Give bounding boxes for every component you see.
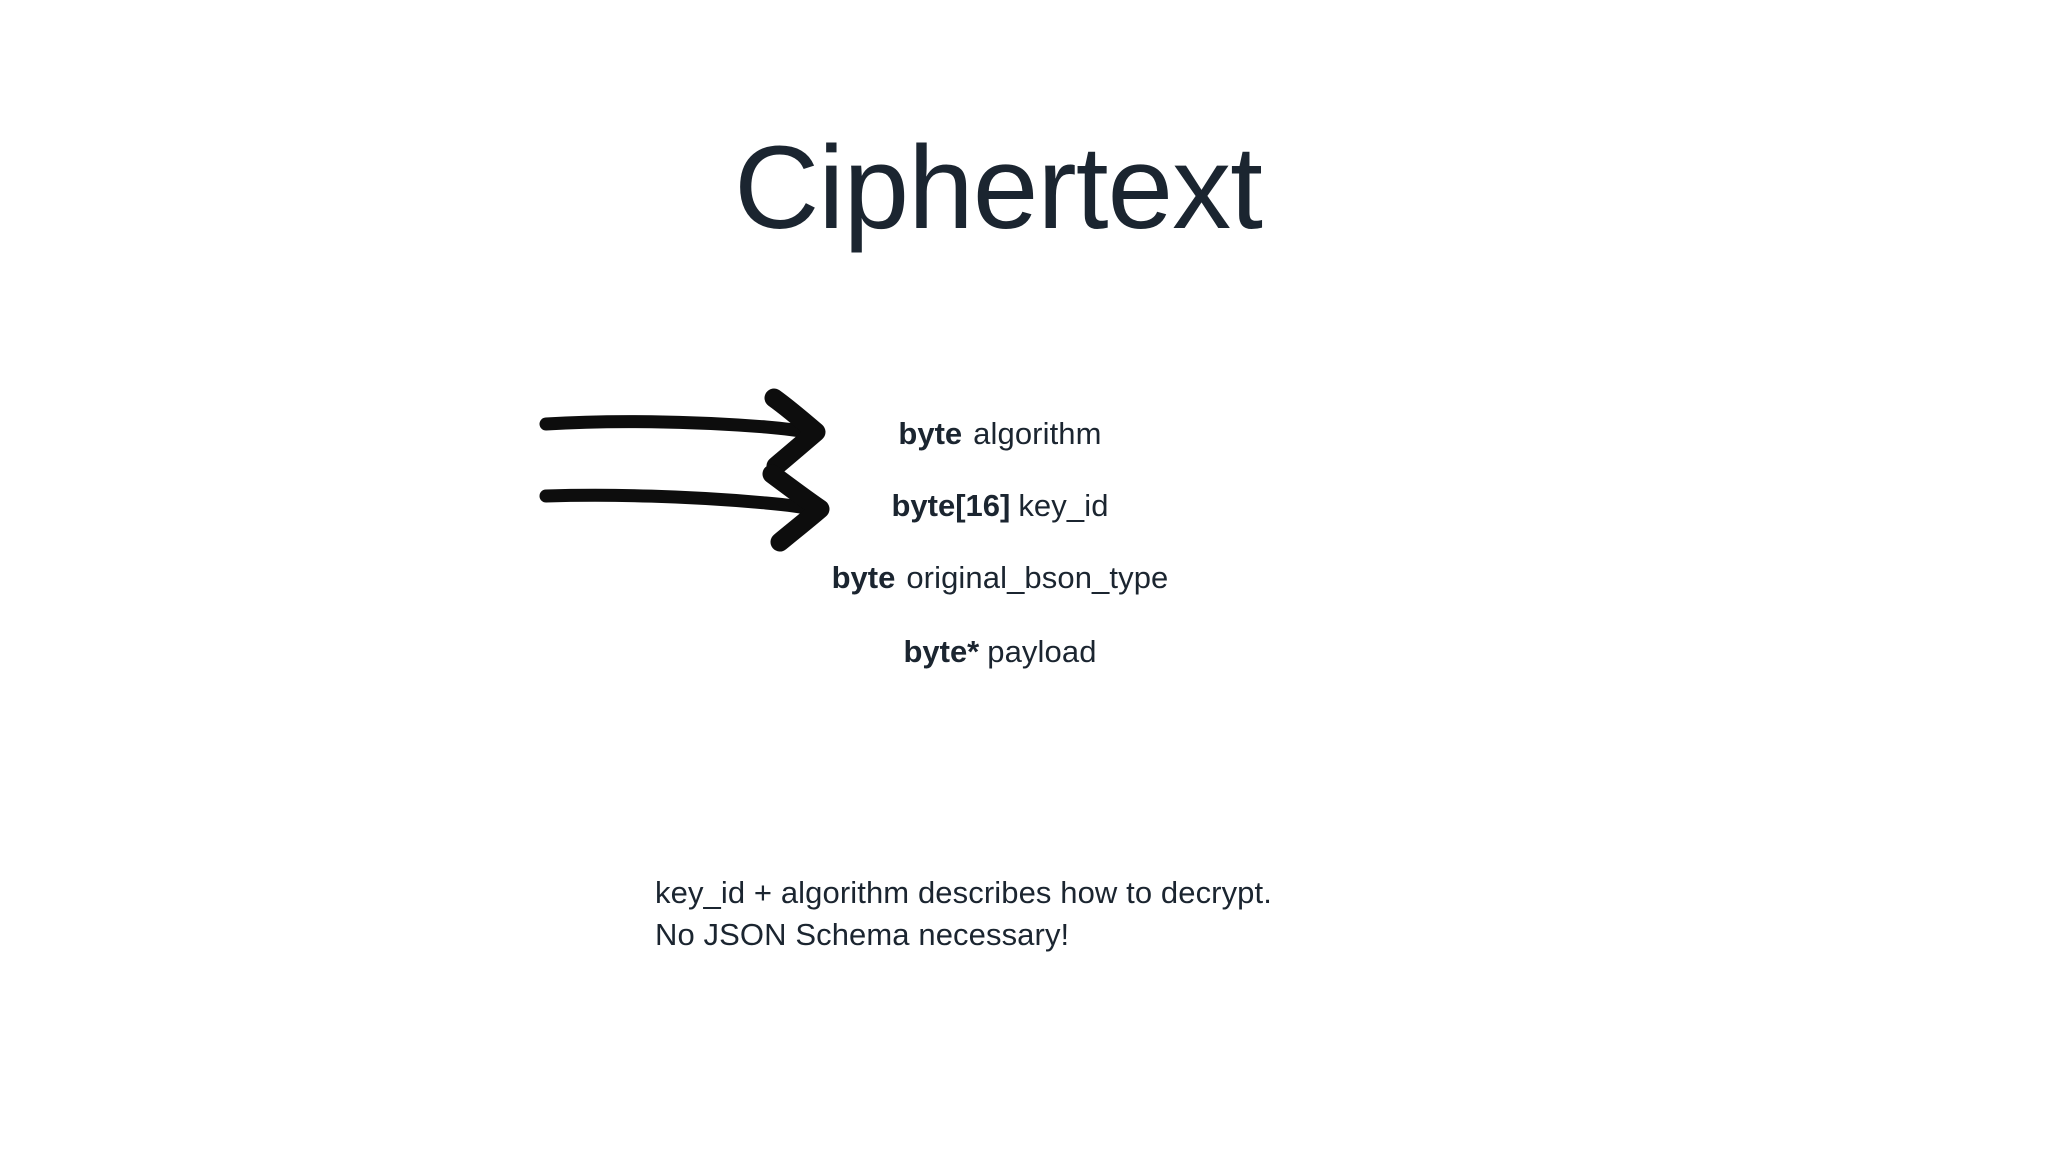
field-name: original_bson_type bbox=[906, 560, 1169, 595]
field-type: byte bbox=[898, 416, 963, 451]
field-type: byte bbox=[831, 560, 896, 595]
page-title: Ciphertext bbox=[734, 122, 1263, 254]
field-row: byte*payload bbox=[0, 616, 2024, 690]
caption: key_id + algorithm describes how to decr… bbox=[655, 872, 1272, 956]
ciphertext-struct-fields: byte algorithm byte[16]key_id byte origina… bbox=[0, 398, 2024, 690]
field-name: payload bbox=[987, 634, 1097, 669]
field-type: byte[16] bbox=[891, 488, 1011, 523]
caption-line-1: key_id + algorithm describes how to decr… bbox=[655, 875, 1272, 910]
field-row: byte original_bson_type bbox=[0, 542, 2024, 616]
field-row: byte algorithm bbox=[0, 398, 2024, 470]
field-row: byte[16]key_id bbox=[0, 470, 2024, 542]
caption-line-2: No JSON Schema necessary! bbox=[655, 917, 1070, 952]
field-type: byte* bbox=[903, 634, 980, 669]
field-name: key_id bbox=[1018, 488, 1109, 523]
field-name: algorithm bbox=[973, 416, 1102, 451]
